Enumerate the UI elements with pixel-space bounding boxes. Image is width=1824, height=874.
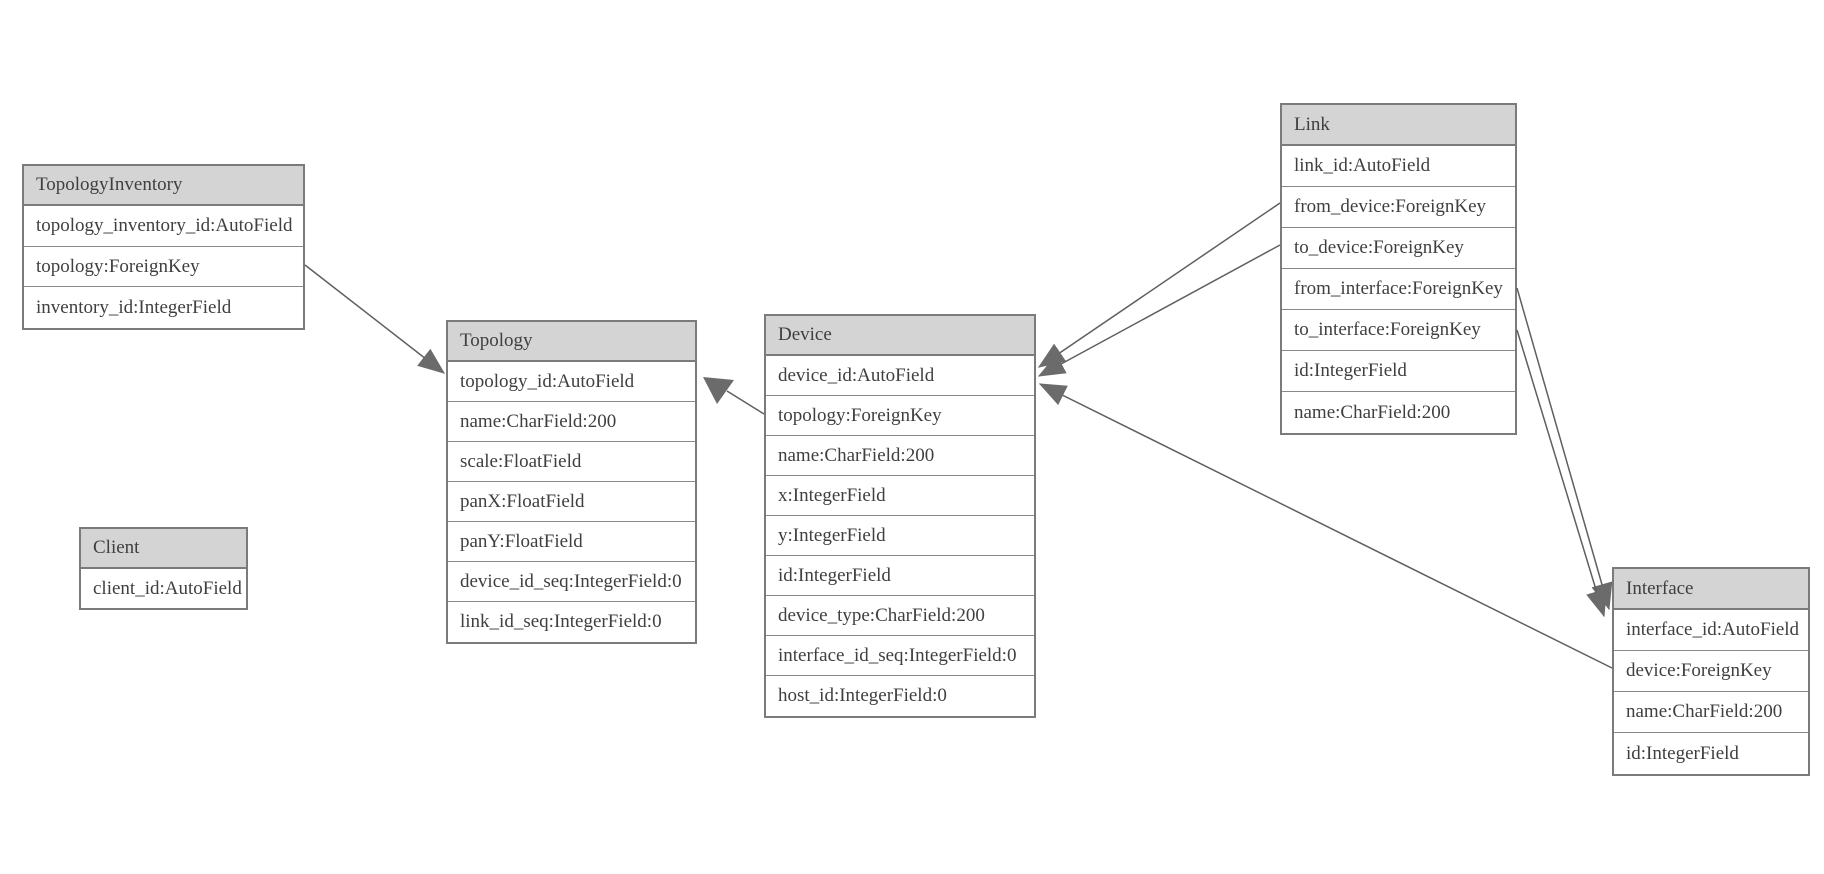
entity-field-row: to_device:ForeignKey: [1282, 228, 1515, 269]
entity-title: Device: [766, 316, 1034, 356]
entity-field-row: name:CharField:200: [1282, 392, 1515, 433]
entity-field-row: device_id:AutoField: [766, 356, 1034, 396]
entity-field-row: device:ForeignKey: [1614, 651, 1808, 692]
entity-field-row: interface_id_seq:IntegerField:0: [766, 636, 1034, 676]
entity-field-row: device_type:CharField:200: [766, 596, 1034, 636]
entity-title: Client: [81, 529, 246, 569]
entity-field-row: x:IntegerField: [766, 476, 1034, 516]
entity-field-row: name:CharField:200: [1614, 692, 1808, 733]
entity-title: Link: [1282, 105, 1515, 146]
edge-link-fromdevice-device: [1037, 202, 1281, 368]
edge-link-todevice-device: [1037, 244, 1281, 377]
entity-title: Topology: [448, 322, 695, 362]
entity-field-row: id:IntegerField: [766, 556, 1034, 596]
entity-field-row: topology:ForeignKey: [766, 396, 1034, 436]
entity-field-row: topology:ForeignKey: [24, 246, 303, 288]
entity-field-row: to_interface:ForeignKey: [1282, 310, 1515, 351]
entity-title: TopologyInventory: [24, 166, 303, 206]
arrowhead-icon: [703, 377, 734, 404]
entity-field-row: name:CharField:200: [766, 436, 1034, 476]
entity-field-row: name:CharField:200: [448, 402, 695, 442]
entity-field-row: device_id_seq:IntegerField:0: [448, 562, 695, 602]
entity-title: Interface: [1614, 569, 1808, 610]
edge-link-tointerface-interface: [1516, 329, 1607, 618]
entity-field-row: panY:FloatField: [448, 522, 695, 562]
entity-field-row: host_id:IntegerField:0: [766, 676, 1034, 716]
entity-field-row: inventory_id:IntegerField: [24, 287, 303, 329]
entity-field-row: id:IntegerField: [1614, 733, 1808, 774]
entity-field-row: client_id:AutoField: [81, 569, 246, 608]
edge-link-frominterface-interface: [1516, 287, 1613, 611]
entity-field-row: link_id:AutoField: [1282, 146, 1515, 187]
entity-field-row: topology_inventory_id:AutoField: [24, 206, 303, 247]
edge-device-topology: [726, 390, 765, 415]
entity-field-row: interface_id:AutoField: [1614, 610, 1808, 651]
entity-field-row: scale:FloatField: [448, 442, 695, 482]
entity-field-row: id:IntegerField: [1282, 351, 1515, 392]
edge-topologyinventory-topology: [304, 264, 446, 374]
entity-field-row: y:IntegerField: [766, 516, 1034, 556]
entity-field-row: from_interface:ForeignKey: [1282, 269, 1515, 310]
entity-field-row: topology_id:AutoField: [448, 362, 695, 402]
entity-field-row: panX:FloatField: [448, 482, 695, 522]
entity-field-row: from_device:ForeignKey: [1282, 187, 1515, 228]
entity-field-row: link_id_seq:IntegerField:0: [448, 602, 695, 642]
